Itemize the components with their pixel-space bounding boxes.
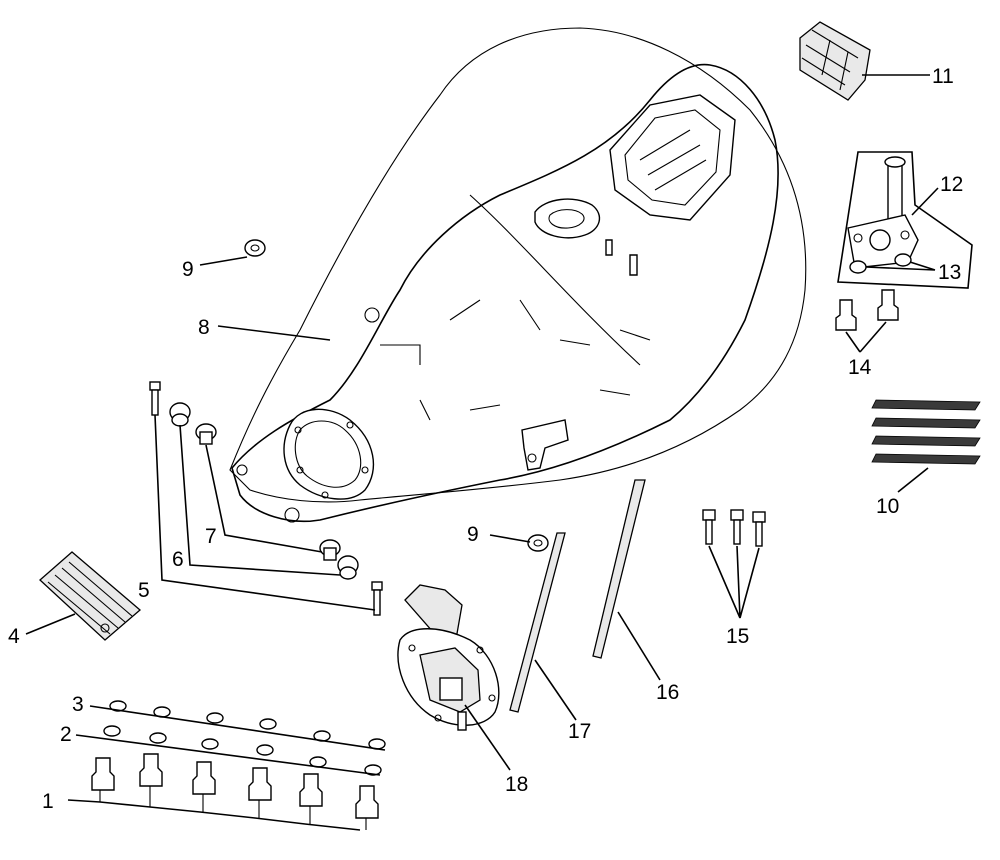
callout-2: 2 xyxy=(60,723,72,746)
part-16-rod xyxy=(592,479,646,659)
callout-8: 8 xyxy=(198,316,210,339)
part-7-bushing xyxy=(195,423,341,561)
part-1-bolts xyxy=(91,753,379,819)
callout-11: 11 xyxy=(932,65,954,88)
callout-16: 16 xyxy=(656,681,679,704)
part-10-strips xyxy=(871,399,981,465)
part-2-washers xyxy=(103,725,382,776)
callout-18: 18 xyxy=(505,773,528,796)
callout-10: 10 xyxy=(876,495,899,518)
part-4-pad xyxy=(39,551,142,641)
callout-5: 5 xyxy=(138,579,150,602)
part-18-fuel-pump xyxy=(397,584,500,731)
part-3-washers xyxy=(109,700,386,750)
callout-4: 4 xyxy=(8,625,20,648)
callout-9-lower: 9 xyxy=(467,523,479,546)
part-12-bracket-assembly xyxy=(837,151,973,289)
part-17-rod xyxy=(509,532,566,713)
part-9-grommet-upper xyxy=(244,239,266,257)
fuel-tank xyxy=(229,27,807,523)
part-9-grommet-lower xyxy=(527,534,549,552)
part-11-cover xyxy=(799,21,871,101)
callout-15: 15 xyxy=(726,625,749,648)
part-6-grommet xyxy=(169,402,359,580)
tank-rear-hatch xyxy=(609,94,736,221)
callout-13: 13 xyxy=(938,261,961,284)
callout-7: 7 xyxy=(205,525,217,548)
callout-3: 3 xyxy=(72,693,84,716)
callout-17: 17 xyxy=(568,720,591,743)
tank-oval-plate xyxy=(534,198,601,239)
callout-numbers: 1 2 3 4 5 6 7 8 9 9 10 11 12 13 14 15 16… xyxy=(8,65,963,813)
callout-6: 6 xyxy=(172,548,184,571)
leader-lines xyxy=(25,74,939,831)
tank-top-plate xyxy=(236,408,375,523)
part-14-bolts xyxy=(835,289,899,331)
callout-1: 1 xyxy=(42,790,54,813)
callout-9-upper: 9 xyxy=(182,258,194,281)
callout-14: 14 xyxy=(848,356,872,379)
callout-12: 12 xyxy=(940,173,963,196)
part-15-screws xyxy=(702,509,766,547)
